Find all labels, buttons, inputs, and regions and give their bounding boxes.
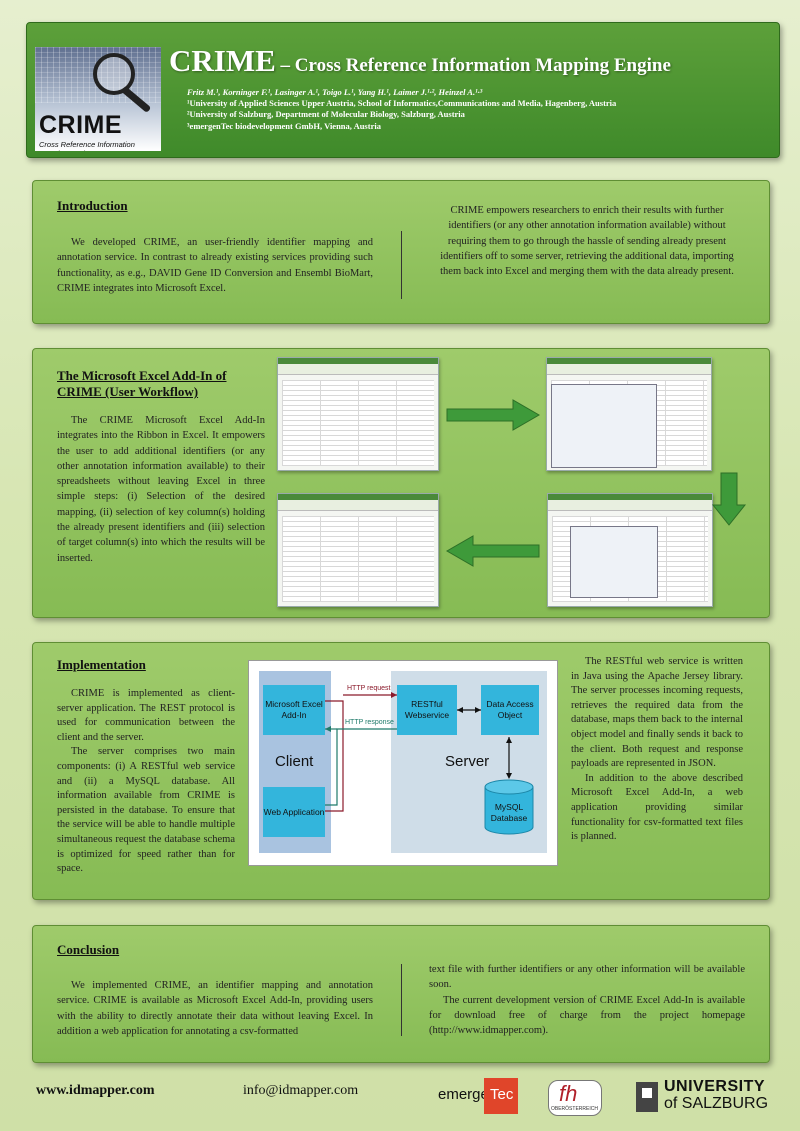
down-arrow-icon — [711, 472, 747, 526]
affiliation-1: ¹University of Applied Sciences Upper Au… — [187, 98, 617, 109]
divider — [401, 964, 402, 1036]
footer-email[interactable]: info@idmapper.com — [243, 1083, 359, 1098]
logo-word: CRIME — [39, 111, 123, 139]
left-arrow-icon — [445, 535, 540, 567]
introduction-section: Introduction We developed CRIME, an user… — [32, 180, 770, 324]
restful-node: RESTful Webservice — [397, 685, 457, 735]
excel-heading: The Microsoft Excel Add-In of CRIME (Use… — [57, 368, 227, 399]
client-label: Client — [275, 753, 314, 770]
webapp-node: Web Application — [263, 787, 325, 837]
footer-url[interactable]: www.idmapper.com — [36, 1083, 155, 1098]
architecture-diagram: Microsoft Excel Add-In RESTful Webservic… — [248, 660, 558, 866]
poster-title: CRIME – Cross Reference Information Mapp… — [169, 43, 671, 79]
excel-screenshot-4 — [277, 493, 439, 607]
server-label: Server — [445, 753, 490, 770]
introduction-left-text: We developed CRIME, an user-friendly ide… — [57, 237, 373, 294]
excel-screenshot-2 — [546, 357, 712, 471]
affiliation-2: ²University of Salzburg, Department of M… — [187, 109, 465, 120]
conclusion-section: Conclusion We implemented CRIME, an iden… — [32, 925, 770, 1063]
excel-addin-section: The Microsoft Excel Add-In of CRIME (Use… — [32, 348, 770, 618]
diagram-connectors — [325, 692, 534, 835]
http-request-label: HTTP request — [347, 685, 391, 692]
logo-subtitle: Cross Reference Information Mapping Engi… — [39, 140, 135, 151]
dao-node: Data Access Object — [481, 685, 539, 735]
fh-logo: fh OBERÖSTERREICH — [548, 1080, 602, 1116]
mysql-node: MySQL Database — [490, 802, 528, 823]
introduction-heading: Introduction — [57, 198, 128, 213]
conclusion-right-text: text file with further identifiers or an… — [429, 964, 745, 1037]
implementation-heading: Implementation — [57, 657, 146, 672]
authors: Fritz M.¹, Korninger F.¹, Lasinger A.¹, … — [187, 87, 483, 97]
divider — [401, 231, 402, 299]
right-arrow-icon — [446, 399, 541, 431]
conclusion-heading: Conclusion — [57, 942, 120, 957]
introduction-right-text: CRIME empowers researchers to enrich the… — [440, 205, 734, 278]
authors-block: Fritz M.¹, Korninger F.¹, Lasinger A.¹, … — [187, 87, 616, 132]
emergentec-logo: emergen Tec — [438, 1078, 518, 1114]
conclusion-left-text: We implemented CRIME, an identifier mapp… — [57, 980, 373, 1037]
affiliation-3: ³emergenTec biodevelopment GmbH, Vienna,… — [187, 120, 381, 131]
title-main: CRIME — [169, 43, 276, 78]
http-response-label: HTTP response — [345, 719, 394, 726]
title-rest: – Cross Reference Information Mapping En… — [275, 55, 671, 76]
header-banner: CRIME Cross Reference Information Mappin… — [26, 22, 780, 158]
university-salzburg-logo: UNIVERSITY of SALZBURG — [634, 1078, 774, 1114]
implementation-left-text: CRIME is implemented as client-server ap… — [57, 688, 235, 875]
excel-text: The CRIME Microsoft Excel Add-In integra… — [57, 415, 265, 564]
excel-screenshot-3 — [547, 493, 713, 607]
excel-addin-node: Microsoft Excel Add-In — [263, 685, 325, 735]
implementation-right-text: The RESTful web service is written in Ja… — [571, 656, 743, 843]
magnifier-icon — [93, 53, 135, 95]
crime-logo: CRIME Cross Reference Information Mappin… — [35, 47, 161, 151]
excel-screenshot-1 — [277, 357, 439, 471]
university-emblem-icon — [636, 1082, 658, 1112]
